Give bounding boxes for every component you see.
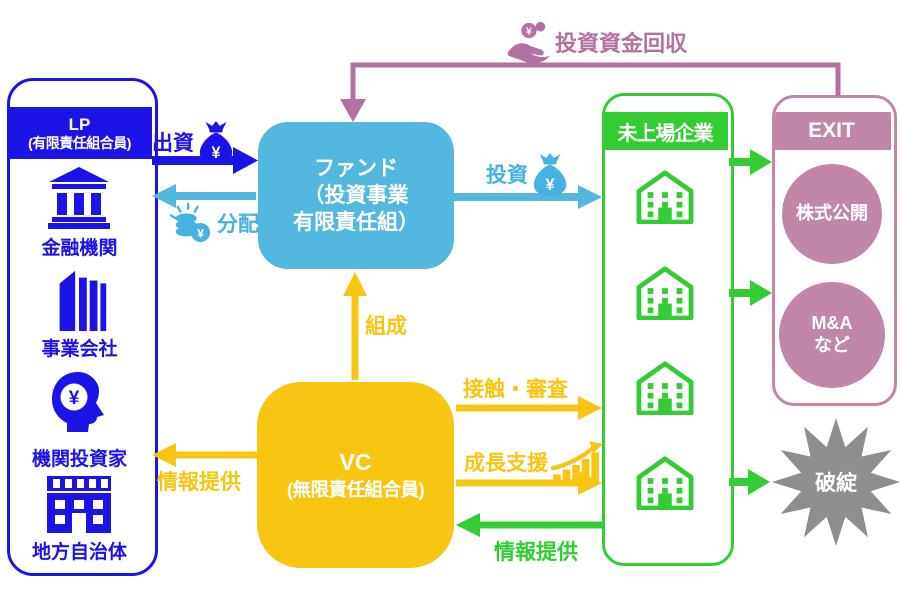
lp-box: LP (有限責任組合員) 金融機関 事業会社	[7, 78, 158, 576]
exit-ma-label: M&A	[811, 313, 853, 334]
vc-line2: (無限責任組合員)	[286, 478, 425, 500]
shusshi-label: 出資	[152, 132, 194, 155]
failure-starburst: 破綻	[770, 414, 900, 550]
joho-to-lp-arrow	[152, 443, 257, 467]
yen-glyph: ¥	[197, 226, 204, 240]
sesshoku-label: 接触・審査	[463, 378, 568, 401]
joho-to-vc-label: 情報提供	[494, 541, 578, 564]
exit-ma-sublabel: など	[814, 335, 850, 355]
lp-item-label: 機関投資家	[31, 449, 127, 470]
lp-subtitle: (有限責任組合員)	[28, 134, 131, 151]
joho-to-lp-label: 情報提供	[157, 471, 241, 494]
seicho-label: 成長支援	[464, 452, 548, 475]
money-bag-icon: ¥	[197, 120, 235, 164]
failure-label: 破綻	[815, 472, 857, 495]
exit-circle-ipo: 株式公開	[782, 164, 882, 264]
growth-chart-icon	[551, 440, 603, 484]
fund-box: ファンド （投資事業 有限責任組）	[258, 122, 454, 269]
bank-icon	[47, 167, 111, 229]
lp-title: LP	[68, 115, 91, 135]
exit-box: EXIT 株式公開 M&A など	[772, 95, 897, 406]
toshi-arrow	[454, 185, 602, 209]
investor-head-icon: ¥	[48, 369, 112, 435]
kumisei-label: 組成	[365, 315, 407, 338]
unlisted-companies-header: 未上場企業	[602, 112, 728, 150]
yen-glyph: ¥	[546, 176, 555, 194]
vc-line1: VC	[339, 449, 372, 476]
bunpai-label-group: ¥ 分配	[168, 202, 259, 244]
company-building-icon	[633, 264, 697, 320]
money-bag-icon: ¥	[531, 152, 569, 196]
hand-coins-icon: ¥	[504, 20, 552, 64]
fund-line2: （投資事業	[303, 183, 409, 207]
unlisted-companies-box: 未上場企業	[602, 93, 734, 566]
joho-to-vc-arrow	[456, 513, 602, 537]
seicho-label-group: 成長支援	[464, 440, 603, 484]
company-building-icon	[633, 359, 697, 415]
vc-box: VC (無限責任組合員)	[257, 382, 454, 568]
lp-item-label: 地方自治体	[31, 542, 127, 563]
government-building-icon	[46, 475, 112, 533]
bunpai-arrow	[152, 184, 256, 208]
exit-arrow-ma	[729, 280, 772, 306]
lp-item-label: 事業会社	[41, 339, 118, 360]
lp-box-header: LP (有限責任組合員)	[7, 107, 152, 159]
company-building-icon	[633, 454, 697, 510]
kaishu-label-group: ¥ 投資資金回収	[504, 20, 687, 64]
kaishu-arrow	[340, 62, 841, 122]
company-building-icon	[633, 168, 697, 224]
kaishu-label: 投資資金回収	[555, 31, 688, 56]
toshi-label: 投資	[486, 164, 528, 187]
exit-ipo-label: 株式公開	[796, 203, 868, 224]
exit-circle-ma: M&A など	[779, 282, 885, 388]
shusshi-arrow	[152, 147, 258, 174]
exit-arrow-ipo	[729, 149, 772, 175]
fund-line1: ファンド	[314, 156, 398, 180]
yen-glyph: ¥	[69, 388, 80, 409]
office-building-icon	[52, 265, 108, 331]
shusshi-label-group: 出資 ¥	[152, 120, 235, 164]
lp-item-label: 金融機関	[41, 238, 118, 259]
kumisei-arrow	[343, 272, 367, 380]
yen-glyph: ¥	[526, 25, 532, 37]
yen-glyph: ¥	[212, 144, 221, 162]
fund-line3: 有限責任組）	[293, 211, 419, 235]
coins-icon: ¥	[168, 202, 214, 244]
toshi-label-group: 投資 ¥	[486, 152, 569, 196]
failure-arrow	[729, 469, 770, 495]
sesshoku-arrow	[456, 396, 602, 420]
bunpai-label: 分配	[217, 213, 259, 236]
exit-header: EXIT	[775, 112, 891, 150]
